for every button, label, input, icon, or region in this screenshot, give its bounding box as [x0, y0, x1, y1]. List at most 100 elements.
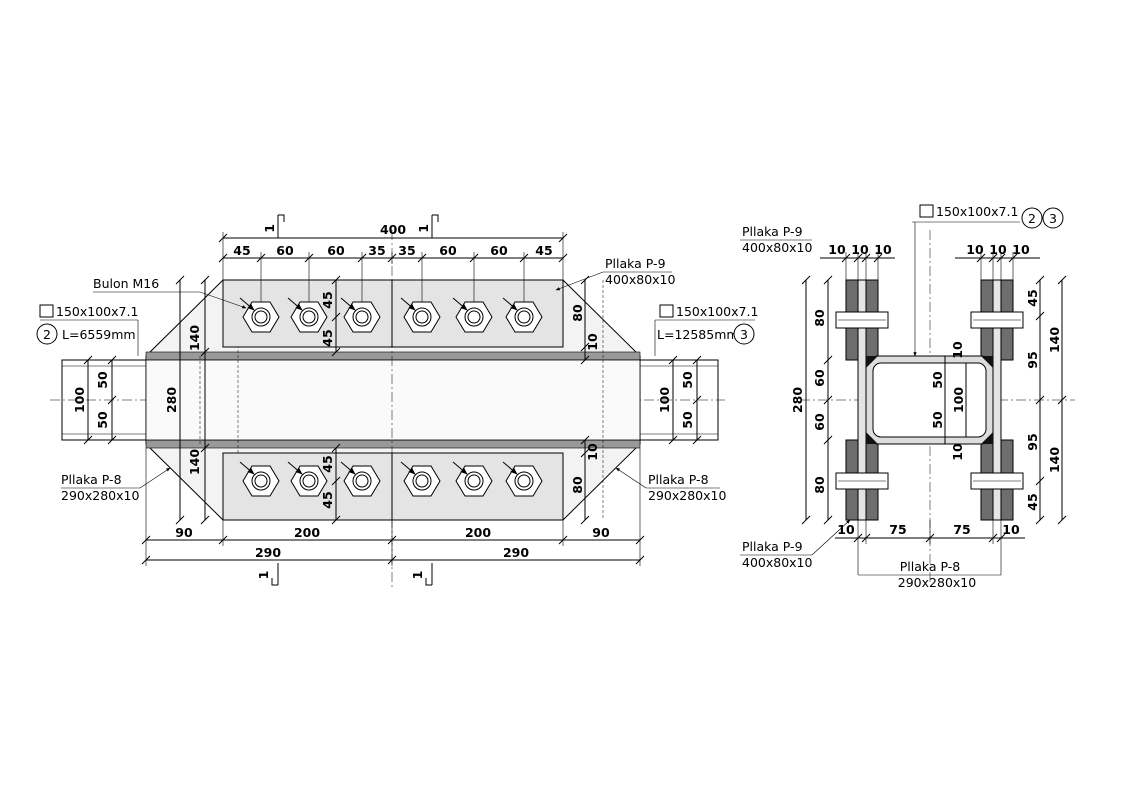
marker-b: 3: [1049, 211, 1057, 226]
marker-left: 2: [43, 327, 51, 342]
marker-circle-a: [1021, 207, 1043, 229]
dim-10-bottom-right: 10: [1002, 522, 1020, 537]
p8-label-section: Pllaka P-8: [900, 559, 961, 574]
p9-size-section-bottom: 400x80x10: [742, 555, 813, 570]
dim-weld-10-top: 10: [585, 333, 600, 351]
dim-beam-100-left: 100: [72, 387, 87, 413]
plate-p9-top: [222, 279, 564, 348]
section-dims-top: 10 10 10 10 10 10: [820, 242, 1040, 280]
section-bolts: [835, 311, 1024, 490]
section-mark-bottom-right: 1: [410, 571, 425, 580]
length-left: L=6559mm: [62, 327, 136, 342]
dim-140-bottom-section: 140: [1047, 447, 1062, 473]
dim-beam-50b-left: 50: [95, 411, 110, 429]
dim-10-a: 10: [828, 242, 846, 257]
dim-60-bottom-section: 60: [812, 413, 827, 431]
profile-right: 150x100x7.1: [676, 304, 758, 319]
dim-top-2: 60: [276, 243, 294, 258]
dim-beam-50b-right: 50: [680, 411, 695, 429]
p8-size-left: 290x280x10: [61, 488, 139, 503]
dim-100-inner: 100: [951, 387, 966, 413]
section-dims-right: 45 95 95 45 140 140: [1025, 275, 1067, 525]
section-dims-left: 280 80 60 60 80: [790, 275, 833, 525]
p9-label-left-view: Pllaka P-9: [605, 256, 666, 271]
p8-label-right: Pllaka P-8: [648, 472, 709, 487]
dim-bolt-45-d: 45: [320, 491, 335, 508]
dim-10-c: 10: [874, 242, 892, 257]
dim-p9-80-bottom: 80: [570, 476, 585, 494]
hollow-section-icon: [39, 304, 54, 318]
dim-10-inner-bottom: 10: [950, 443, 965, 461]
weld-top: [145, 351, 641, 361]
vertical-dims-right: 80 10 10 80 100 50 50: [570, 275, 702, 525]
dim-plate-280: 280: [164, 387, 179, 413]
dim-total-400: 400: [380, 222, 406, 237]
dim-bolt-45-c: 45: [320, 455, 335, 472]
dim-45-bottom-section: 45: [1025, 493, 1040, 510]
dim-10-b: 10: [851, 242, 869, 257]
dim-45-top-section: 45: [1025, 289, 1040, 306]
dim-280-section: 280: [790, 387, 805, 413]
right-section-view: Pllaka P-9 400x80x10 150x100x7.1 2 3: [740, 204, 1075, 590]
dim-bolt-45-a: 45: [320, 291, 335, 308]
dim-95-top-section: 95: [1025, 351, 1040, 368]
dim-p9-80-top: 80: [570, 304, 585, 322]
dim-plate-140-bottom: 140: [187, 449, 202, 475]
dim-75-left: 75: [889, 522, 906, 537]
p8-label-left: Pllaka P-8: [61, 472, 122, 487]
dim-60-top-section: 60: [812, 369, 827, 387]
dim-50-bottom-inner: 50: [930, 411, 945, 429]
p9-label-section-bottom: Pllaka P-9: [742, 539, 803, 554]
dim-top-7: 60: [490, 243, 508, 258]
section-marks: 1 1 1 1: [256, 214, 439, 586]
marker-a: 2: [1028, 211, 1036, 226]
p8-size-right: 290x280x10: [648, 488, 726, 503]
dim-10-f: 10: [1012, 242, 1030, 257]
vertical-dims-left: 100 50 50 280 140 140 45 45 45 45: [72, 275, 341, 525]
dimension-chain-top: 400 45 60 60 35 35 60 60 45: [218, 222, 568, 302]
dim-80-top-section: 80: [812, 309, 827, 327]
dim-beam-50a-left: 50: [95, 371, 110, 389]
dim-weld-10-bottom: 10: [585, 443, 600, 461]
dim-95-bottom-section: 95: [1025, 433, 1040, 450]
profile-left: 150x100x7.1: [56, 304, 138, 319]
plate-p9-bottom: [222, 452, 564, 521]
left-view-labels: Bulon M16 Pllaka P-9 400x80x10 Pllaka P-…: [36, 256, 758, 503]
dim-top-6: 60: [439, 243, 457, 258]
dim-75-right: 75: [953, 522, 970, 537]
dim-bolt-45-b: 45: [320, 329, 335, 346]
dim-140-top-section: 140: [1047, 327, 1062, 353]
hollow-section-icon: [919, 204, 934, 218]
section-mark-top-right: 1: [416, 224, 431, 233]
length-right: L=12585mm: [657, 327, 739, 342]
marker-circle-b: [1042, 207, 1064, 229]
marker-right: 3: [740, 327, 748, 342]
dim-50-top-inner: 50: [930, 371, 945, 389]
bolt-label: Bulon M16: [93, 276, 159, 291]
p9-size-section: 400x80x10: [742, 240, 813, 255]
p9-size-left-view: 400x80x10: [605, 272, 676, 287]
dim-bottom-200-right: 200: [465, 525, 491, 540]
dim-bottom-290-right: 290: [503, 545, 529, 560]
dim-bottom-90-right: 90: [592, 525, 610, 540]
dim-bottom-200-left: 200: [294, 525, 320, 540]
dim-bottom-290-left: 290: [255, 545, 281, 560]
left-elevation-view: 400 45 60 60 35 35 60 60 45 1 1 1 1: [36, 214, 758, 590]
dim-plate-140-top: 140: [187, 325, 202, 351]
dim-10-bottom-left: 10: [837, 522, 855, 537]
section-mark-top-left: 1: [262, 224, 277, 233]
p8-size-section: 290x280x10: [898, 575, 976, 590]
dim-top-1: 45: [233, 243, 250, 258]
marker-circle-left: [36, 323, 58, 345]
dim-top-8: 45: [535, 243, 552, 258]
weld-bottom: [145, 439, 641, 449]
section-mark-bottom-left: 1: [256, 571, 271, 580]
profile-section: 150x100x7.1: [936, 204, 1018, 219]
section-dims-inner: 50 50 100 10 10: [930, 341, 967, 461]
dim-top-5: 35: [398, 243, 415, 258]
section-dims-bottom: 10 75 75 10 Pllaka P-9 400x80x10 Pllaka …: [740, 519, 1025, 590]
p9-label-section: Pllaka P-9: [742, 224, 803, 239]
dim-10-d: 10: [966, 242, 984, 257]
marker-circle-right: [733, 323, 755, 345]
